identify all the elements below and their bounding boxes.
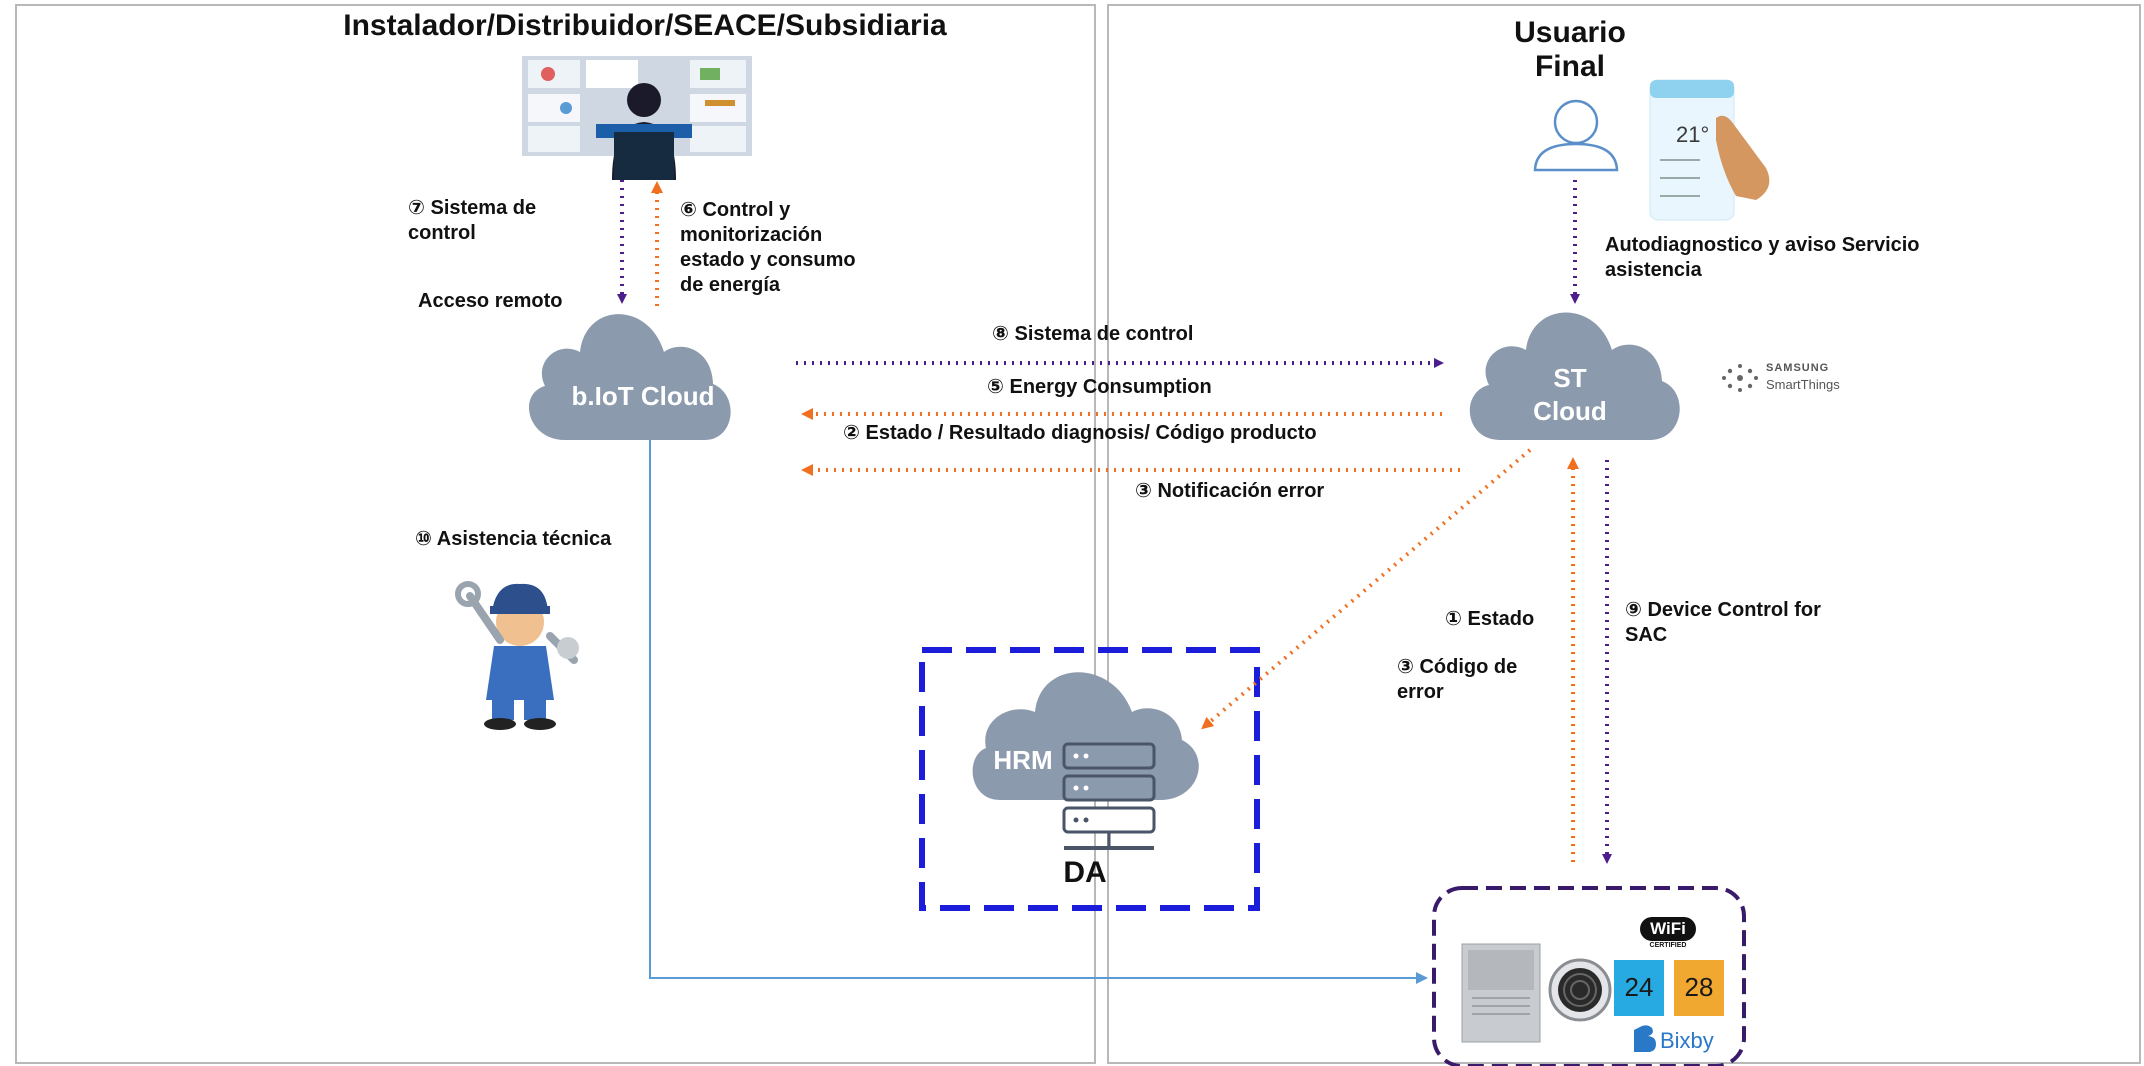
bixby-text: Bixby bbox=[1660, 1028, 1714, 1053]
da-label: DA bbox=[1063, 856, 1107, 889]
monitoring-operator-image bbox=[522, 56, 752, 180]
device-dashed-box bbox=[1432, 886, 1746, 1066]
label-sistema-control-8: ⑧ Sistema de control bbox=[992, 323, 1194, 345]
label-control-monitorizacion-6: ⑥ Control y monitorización estado y cons… bbox=[680, 199, 856, 296]
user-person-icon bbox=[1533, 99, 1619, 172]
biot-cloud bbox=[528, 314, 731, 440]
smartthings-logo-text-1: SAMSUNG bbox=[1766, 362, 1830, 374]
wifi-certified-text: CERTIFIED bbox=[1649, 942, 1687, 949]
line-asistencia-tecnica-10 bbox=[649, 440, 1428, 984]
biot-cloud-label: b.IoT Cloud bbox=[571, 381, 715, 411]
server-icon bbox=[1062, 742, 1156, 850]
label-autodiagnostico: Autodiagnostico y aviso Servicio asisten… bbox=[1605, 234, 1920, 281]
smartthings-logo-icon bbox=[1722, 364, 1758, 392]
smartthings-logo-text-2: SmartThings bbox=[1766, 377, 1840, 392]
wifi-logo-text: WiFi bbox=[1650, 919, 1686, 938]
label-energy-consumption-5: ⑤ Energy Consumption bbox=[987, 376, 1212, 398]
thermostat-orange bbox=[1674, 960, 1724, 1016]
label-device-control-9: ⑨ Device Control for SAC bbox=[1625, 599, 1821, 646]
hrm-cloud-label: HRM bbox=[993, 745, 1053, 775]
left-panel-border bbox=[15, 4, 1096, 1064]
thermostat-orange-value: 28 bbox=[1684, 972, 1714, 1002]
label-estado-resultado-2: ② Estado / Resultado diagnosis/ Código p… bbox=[843, 422, 1317, 444]
label-asistencia-tecnica-10: ⑩ Asistencia técnica bbox=[415, 528, 612, 550]
app-screen-temperature: 21° bbox=[1676, 122, 1710, 147]
label-notificacion-error-3: ③ Notificación error bbox=[1135, 480, 1325, 502]
st-cloud bbox=[1469, 312, 1680, 440]
label-sistema-control-7: ⑦ Sistema de control bbox=[408, 197, 537, 244]
technician-image bbox=[455, 581, 579, 730]
st-cloud-label: ST Cloud bbox=[1533, 363, 1607, 426]
right-panel-border bbox=[1107, 4, 2141, 1064]
label-codigo-error-3: ③ Código de error bbox=[1397, 656, 1518, 703]
bixby-icon bbox=[1634, 1025, 1656, 1052]
cassette-unit-image bbox=[1548, 958, 1612, 1022]
thermostat-blue bbox=[1614, 960, 1664, 1016]
wifi-logo-badge bbox=[1640, 917, 1696, 941]
right-panel-title: Usuario Final bbox=[1514, 16, 1626, 83]
label-acceso-remoto: Acceso remoto bbox=[418, 290, 563, 312]
da-dashed-box bbox=[919, 647, 1260, 911]
left-panel-title: Instalador/Distribuidor/SEACE/Subsidiari… bbox=[343, 9, 947, 42]
label-estado-1: ① Estado bbox=[1445, 608, 1535, 630]
thermostat-blue-value: 24 bbox=[1624, 972, 1654, 1002]
outdoor-unit-image bbox=[1461, 943, 1541, 1043]
smartphone-app-image bbox=[1649, 79, 1770, 221]
